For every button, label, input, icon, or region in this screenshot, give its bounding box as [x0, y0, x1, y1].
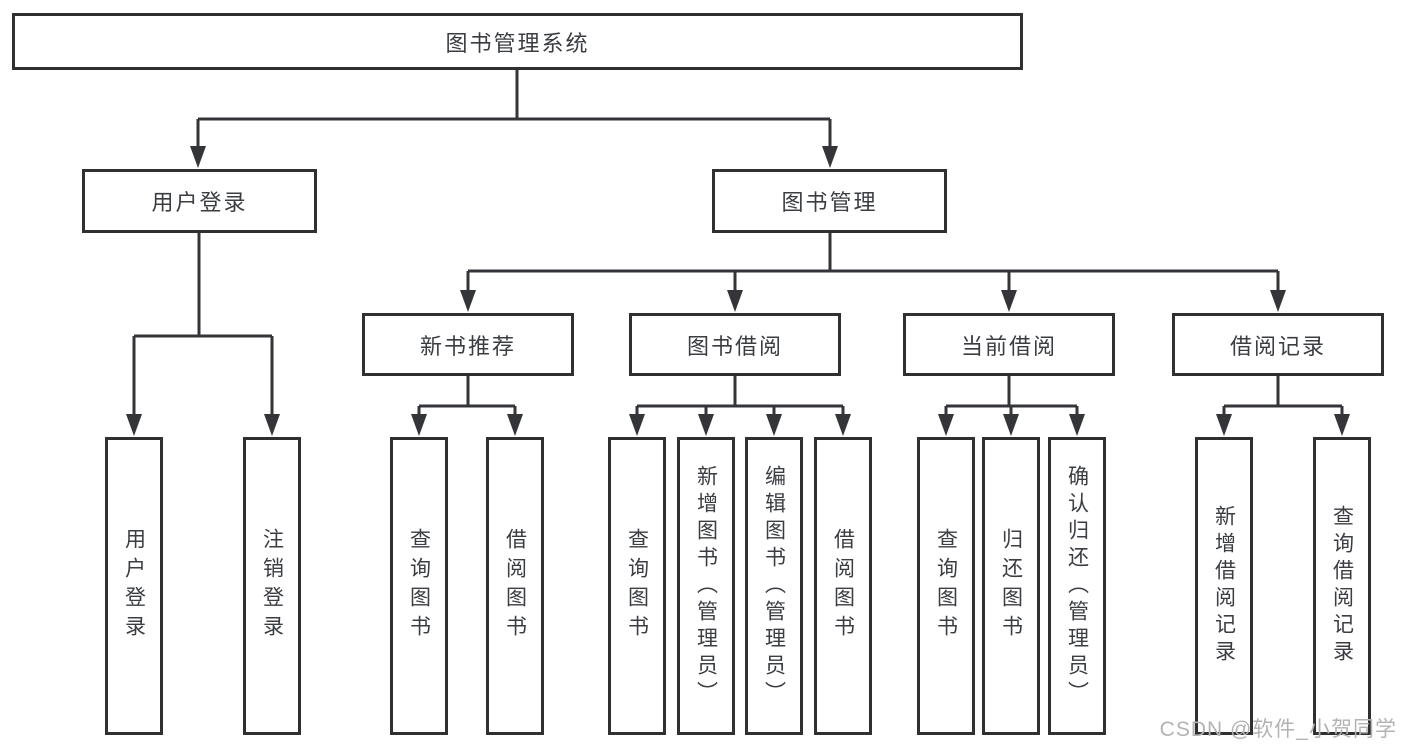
- connector-book-borrowing: [629, 376, 851, 436]
- arrow-down-icon: [835, 414, 851, 436]
- connector-root: [190, 70, 838, 168]
- arrow-down-icon: [507, 414, 523, 436]
- node-current-borrowing: 当前借阅: [903, 313, 1115, 376]
- arrow-down-icon: [264, 414, 280, 436]
- connector-user-login: [126, 233, 280, 436]
- leaf-return-books: 归还图书: [982, 437, 1040, 735]
- arrow-down-icon: [629, 414, 645, 436]
- arrow-down-icon: [1001, 290, 1017, 312]
- leaf-user-login: 用户登录: [105, 437, 163, 735]
- node-borrowing-records: 借阅记录: [1172, 313, 1384, 376]
- arrow-down-icon: [411, 414, 427, 436]
- arrow-down-icon: [1003, 414, 1019, 436]
- arrow-down-icon: [1334, 414, 1350, 436]
- csdn-watermark: CSDN @软件_小贺同学: [1159, 718, 1397, 741]
- connector-current-borrowing: [938, 376, 1085, 436]
- connector-book-management: [460, 232, 1286, 312]
- leaf-add-borrow-record: 新增借阅记录: [1195, 437, 1253, 735]
- node-book-borrowing: 图书借阅: [629, 313, 841, 376]
- arrow-down-icon: [938, 414, 954, 436]
- arrow-down-icon: [460, 290, 476, 312]
- arrow-down-icon: [698, 414, 714, 436]
- connector-borrowing-records: [1216, 376, 1350, 436]
- leaf-confirm-return-admin: 确认归还（管理员）: [1048, 437, 1106, 735]
- node-new-book-recommendation: 新书推荐: [362, 313, 574, 376]
- arrow-down-icon: [1270, 290, 1286, 312]
- leaf-query-books-borrowing: 查询图书: [608, 437, 666, 735]
- leaf-logout-login: 注销登录: [243, 437, 301, 735]
- connector-new-book-recommendation: [411, 376, 523, 436]
- leaf-borrow-books: 借阅图书: [814, 437, 872, 735]
- arrow-down-icon: [1069, 414, 1085, 436]
- leaf-borrow-books-recommend: 借阅图书: [486, 437, 544, 735]
- leaf-query-books-current: 查询图书: [917, 437, 975, 735]
- arrow-down-icon: [822, 146, 838, 168]
- leaf-add-books-admin: 新增图书（管理员）: [677, 437, 735, 735]
- arrow-down-icon: [190, 146, 206, 168]
- node-book-management: 图书管理: [712, 169, 947, 233]
- leaf-edit-books-admin: 编辑图书（管理员）: [745, 437, 803, 735]
- leaf-query-borrow-record: 查询借阅记录: [1313, 437, 1371, 735]
- arrow-down-icon: [727, 290, 743, 312]
- arrow-down-icon: [766, 414, 782, 436]
- arrow-down-icon: [1216, 414, 1232, 436]
- node-library-management-system: 图书管理系统: [12, 13, 1023, 70]
- leaf-query-books-recommend: 查询图书: [390, 437, 448, 735]
- arrow-down-icon: [126, 414, 142, 436]
- node-user-login: 用户登录: [82, 169, 317, 233]
